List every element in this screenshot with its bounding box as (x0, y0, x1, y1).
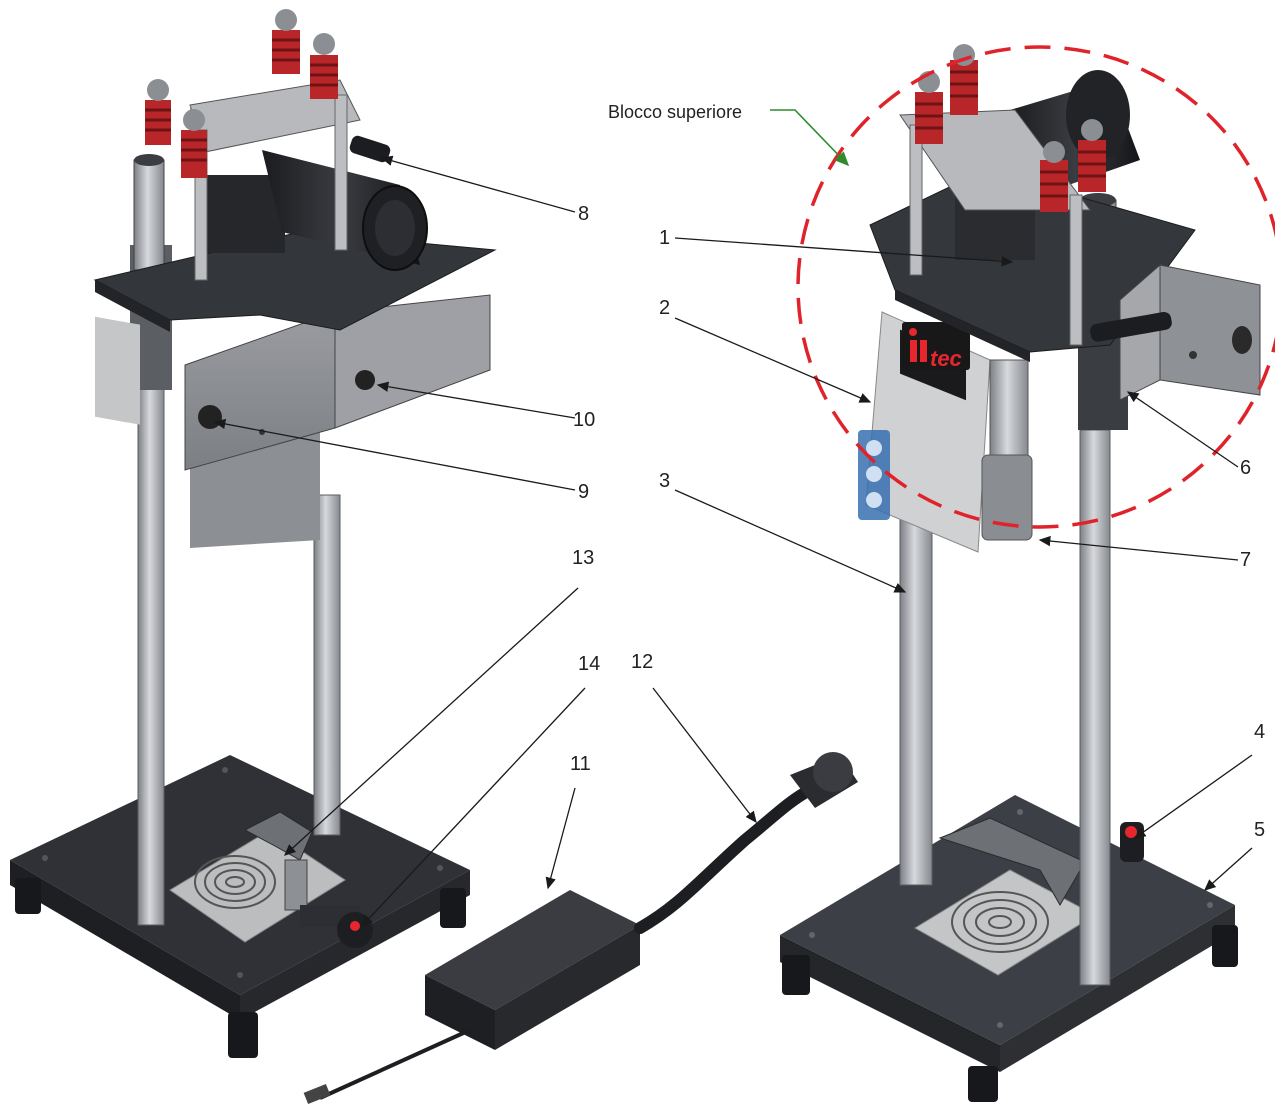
upper-block-label: Blocco superiore (608, 102, 742, 122)
right-machine: tec (780, 44, 1261, 1102)
part-labels: Blocco superiore 1 2 3 4 5 6 7 8 9 10 11… (570, 102, 1265, 841)
left-springs (145, 9, 338, 178)
left-machine (10, 9, 497, 1058)
label-11: 11 (570, 753, 591, 775)
upper-block-highlight-circle (796, 45, 1275, 529)
brand-logo: tec (902, 322, 970, 371)
label-9: 9 (578, 481, 589, 503)
label-7: 7 (1240, 549, 1251, 571)
label-3: 3 (659, 470, 670, 492)
right-piston (981, 359, 1033, 541)
right-springs (915, 44, 1106, 212)
power-supply (303, 752, 858, 1105)
right-heater-plate (914, 869, 1097, 976)
label-1: 1 (659, 227, 670, 249)
left-columns (130, 154, 341, 926)
label-12: 12 (631, 651, 653, 673)
brand-logo-text: tec (930, 346, 962, 371)
label-6: 6 (1240, 457, 1251, 479)
label-5: 5 (1254, 819, 1265, 841)
label-4: 4 (1254, 721, 1265, 743)
label-13: 13 (572, 547, 594, 569)
right-top-plate (869, 169, 1196, 362)
label-14: 14 (578, 653, 600, 675)
right-front-panel: tec (858, 311, 991, 553)
label-10: 10 (573, 409, 595, 431)
leader-lines (213, 109, 1253, 927)
label-8: 8 (578, 203, 589, 225)
label-2: 2 (659, 297, 670, 319)
left-gearbox (184, 294, 491, 548)
